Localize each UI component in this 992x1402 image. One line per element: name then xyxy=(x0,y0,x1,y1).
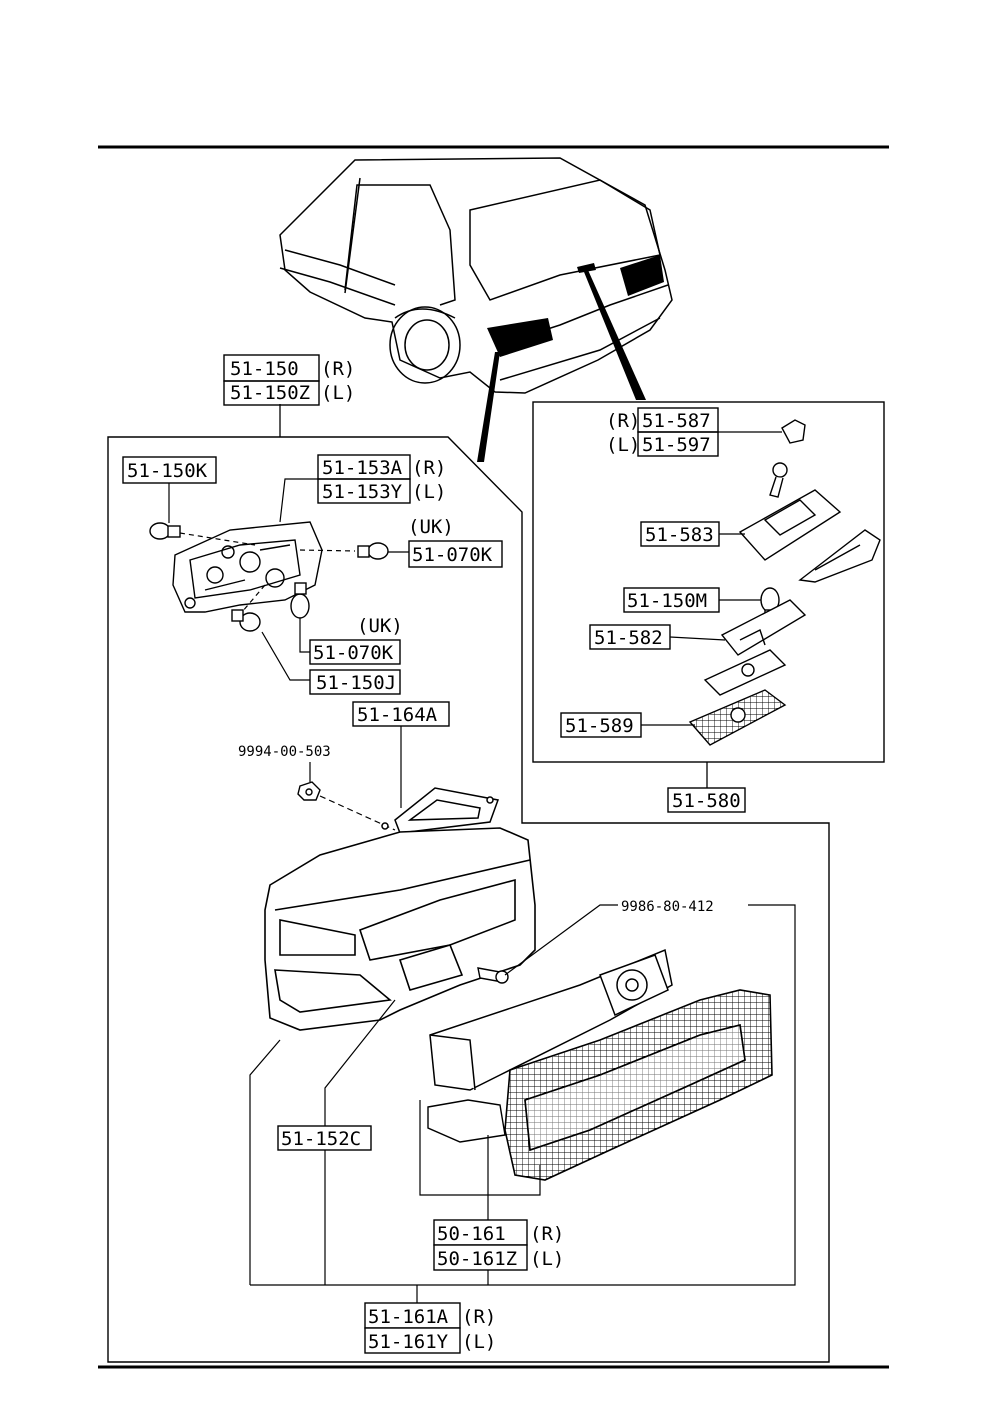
label-tail-l: 51-150Z xyxy=(230,382,310,404)
label-housing: 51-152C xyxy=(281,1128,361,1150)
label-assy-l: 51-161Y xyxy=(368,1331,449,1353)
label-lic-l: 51-597 xyxy=(642,434,711,456)
lamp-housing-illustration xyxy=(264,827,536,1031)
label-lic-l-side: (L) xyxy=(606,434,640,456)
license-screw-icon xyxy=(769,462,788,498)
label-lic-r: 51-587 xyxy=(642,410,711,432)
bulb-150k-icon xyxy=(149,522,181,540)
screw-icon xyxy=(477,967,509,984)
label-lens-r-side: (R) xyxy=(530,1223,564,1245)
label-assy-r-side: (R) xyxy=(462,1306,496,1328)
lamp-socket-strip xyxy=(429,948,673,1091)
license-lens-illustration xyxy=(738,489,881,583)
label-lens-r: 50-161 xyxy=(437,1223,506,1245)
label-lic-assy: 51-580 xyxy=(672,790,741,812)
license-gasket-illustration xyxy=(688,689,787,746)
car-tail-lamp-right xyxy=(620,255,664,296)
callout-wedge-taillamp xyxy=(477,352,500,462)
license-lens-cap-icon xyxy=(781,419,806,444)
car-license-lamp xyxy=(577,263,596,273)
label-socket-l-side: (L) xyxy=(412,481,446,503)
label-lic-lens: 51-583 xyxy=(645,524,714,546)
bulb-150j-icon xyxy=(231,609,261,632)
bulb-holder xyxy=(427,1099,506,1143)
label-bulb-150j: 51-150J xyxy=(316,672,396,694)
label-lens-l-side: (L) xyxy=(530,1248,564,1270)
label-socket-r-side: (R) xyxy=(412,457,446,479)
label-assy-l-side: (L) xyxy=(462,1331,496,1353)
label-nut: 9994-00-503 xyxy=(238,744,331,760)
label-socket-r: 51-153A xyxy=(322,457,403,479)
label-bulb-070k-b: 51-070K xyxy=(313,642,394,664)
label-tail-r-side: (R) xyxy=(321,358,355,380)
label-bulb-150k: 51-150K xyxy=(127,460,208,482)
bulb-070k-icon xyxy=(357,542,389,560)
label-tail-l-side: (L) xyxy=(321,382,355,404)
nut-icon xyxy=(297,781,321,801)
label-gasket: 51-164A xyxy=(357,704,438,726)
label-bulb-070k-a: 51-070K xyxy=(412,544,493,566)
label-socket-l: 51-153Y xyxy=(322,481,403,503)
socket-plate-illustration xyxy=(172,521,323,613)
label-lic-r-side: (R) xyxy=(606,410,640,432)
gasket-illustration xyxy=(381,787,500,834)
callout-wedge-license xyxy=(584,270,646,400)
bulb-070k-lower-icon xyxy=(290,582,310,619)
label-uk-2: (UK) xyxy=(357,615,403,637)
label-assy-r: 51-161A xyxy=(368,1306,449,1328)
label-lic-socket: 51-582 xyxy=(594,627,663,649)
car-tail-lamp-left xyxy=(487,318,553,357)
label-uk-1: (UK) xyxy=(408,516,454,538)
car-rear-illustration xyxy=(279,157,673,394)
license-socket-illustration xyxy=(703,599,807,696)
license-lamp-enclosure xyxy=(532,401,885,763)
label-lic-bulb: 51-150M xyxy=(627,590,707,612)
label-screw: 9986-80-412 xyxy=(621,899,714,915)
label-lic-gasket: 51-589 xyxy=(565,715,634,737)
lens-illustration xyxy=(504,989,773,1181)
taillamp-enclosure xyxy=(107,436,830,1363)
label-tail-r: 51-150 xyxy=(230,358,299,380)
label-lens-l: 50-161Z xyxy=(437,1248,517,1270)
